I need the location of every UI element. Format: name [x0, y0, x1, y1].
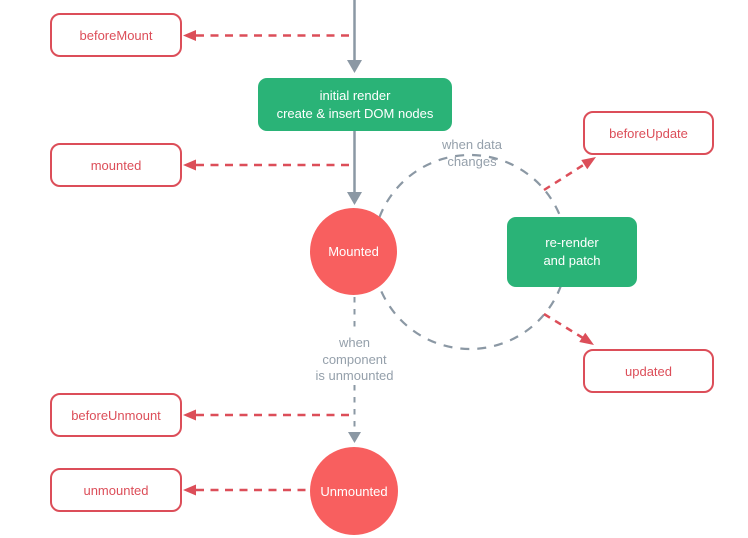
- annotation-when-data-changes-line2: changes: [447, 153, 497, 169]
- hook-box-beforeUpdate: beforeUpdate: [583, 111, 714, 155]
- hook-box-updated: updated: [583, 349, 714, 393]
- arrowhead-beforeUnmount: [183, 409, 196, 421]
- annotation-when-component-unmounted-line3: is unmounted: [315, 368, 394, 383]
- arrowhead-mounted: [183, 159, 196, 171]
- arrowhead-into-unmounted-state: [348, 432, 361, 443]
- hook-box-mounted: mounted: [50, 143, 182, 187]
- annotation-when-component-unmounted: when component is unmounted: [294, 335, 415, 385]
- step-re-render-line2: and patch: [543, 253, 601, 268]
- state-circle-unmounted: Unmounted: [310, 447, 398, 535]
- arrowhead-updated: [579, 332, 594, 345]
- hook-box-beforeMount: beforeMount: [50, 13, 182, 57]
- annotation-when-component-unmounted-line1: when: [338, 335, 371, 350]
- hook-label-beforeMount: beforeMount: [79, 27, 153, 43]
- arrow-updated: [543, 312, 584, 340]
- hook-label-beforeUpdate: beforeUpdate: [609, 125, 688, 141]
- step-initial-render-line2: create & insert DOM nodes: [276, 105, 434, 121]
- hook-label-mounted: mounted: [90, 157, 142, 173]
- arrow-beforeUpdate: [543, 162, 586, 192]
- arrowhead-into-initial-render: [347, 60, 362, 73]
- hook-box-beforeUnmount: beforeUnmount: [50, 393, 182, 437]
- step-initial-render-line1: initial render: [319, 87, 391, 103]
- arrowhead-beforeUpdate: [581, 157, 596, 170]
- annotation-when-data-changes: when data changes: [412, 137, 532, 170]
- hook-label-updated: updated: [625, 363, 672, 379]
- annotation-when-data-changes-line1: when data: [442, 137, 502, 152]
- hook-label-unmounted: unmounted: [83, 482, 149, 498]
- step-box-re-render: re-render and patch: [507, 217, 637, 287]
- state-circle-mounted: Mounted: [310, 208, 397, 295]
- state-label-mounted: Mounted: [328, 244, 379, 259]
- arrowhead-beforeMount: [183, 30, 196, 41]
- hook-label-beforeUnmount: beforeUnmount: [71, 407, 161, 423]
- hook-box-unmounted: unmounted: [50, 468, 182, 512]
- arrowhead-into-mounted-state: [347, 192, 362, 205]
- arrowhead-unmounted: [183, 484, 196, 496]
- step-box-initial-render: initial render create & insert DOM nodes: [258, 78, 452, 131]
- step-re-render-line1: re-render: [545, 235, 599, 250]
- state-label-unmounted: Unmounted: [320, 483, 388, 499]
- annotation-when-component-unmounted-line2: component: [322, 351, 387, 367]
